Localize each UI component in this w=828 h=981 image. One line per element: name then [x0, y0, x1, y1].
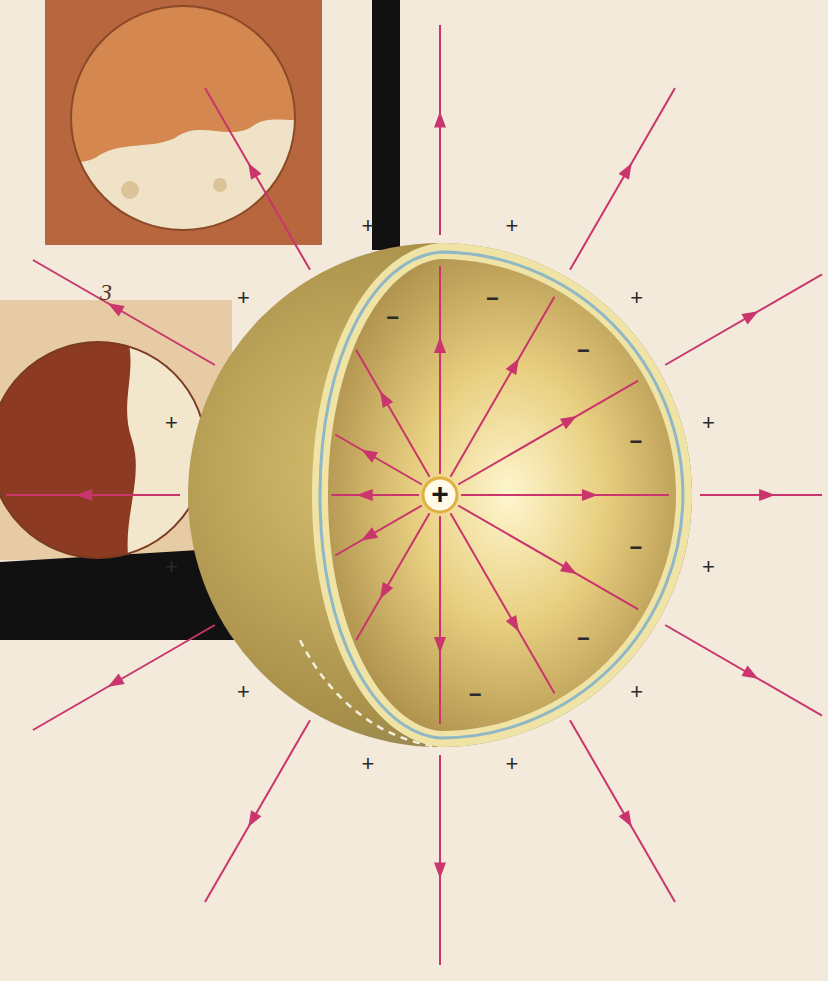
arrowhead: [560, 561, 577, 574]
shell-interior: [328, 259, 676, 731]
point-charge: [423, 478, 457, 512]
charge-sign: +: [702, 412, 715, 434]
charge-sign: +: [237, 681, 250, 703]
charge-sign: −: [386, 307, 399, 329]
arrowhead: [759, 489, 775, 501]
moon-outline: [71, 6, 295, 230]
arrowhead: [248, 163, 261, 180]
shell-rim-line: [320, 252, 683, 738]
arrowhead: [741, 311, 758, 324]
charge-sign: −: [630, 431, 643, 453]
field-line: [665, 625, 822, 716]
arrowhead: [434, 112, 446, 128]
arrowhead: [357, 489, 373, 501]
arrowhead: [434, 337, 446, 353]
field-line: [439, 755, 441, 965]
charge-sign: +: [237, 287, 250, 309]
field-line: [356, 350, 429, 477]
moon-sketch: [60, 0, 320, 240]
charge-sign: +: [630, 287, 643, 309]
arrowhead: [380, 582, 393, 599]
black-band: [372, 0, 400, 250]
field-line: [439, 516, 441, 724]
arrowhead: [619, 810, 632, 827]
field-line: [439, 266, 441, 474]
charge-sign: −: [469, 684, 482, 706]
arrowhead: [361, 450, 378, 463]
charge-sign: +: [362, 215, 375, 237]
charge-sign: +: [506, 753, 519, 775]
charge-sign: −: [486, 288, 499, 310]
charge-sign: −: [630, 537, 643, 559]
charge-sign: +: [431, 479, 449, 509]
arrowhead: [108, 674, 125, 687]
sketch-number: 3: [100, 280, 112, 304]
field-line: [570, 88, 675, 270]
arrowhead: [434, 637, 446, 653]
arrowhead: [741, 666, 758, 679]
charge-sign: −: [577, 628, 590, 650]
charge-sign: +: [362, 753, 375, 775]
charge-sign: +: [506, 215, 519, 237]
field-line: [33, 260, 215, 365]
arrowhead: [506, 358, 519, 375]
arrowhead: [506, 615, 519, 632]
shell-cross-section: [312, 243, 692, 747]
charge-sign: +: [702, 556, 715, 578]
moon-outline: [0, 342, 206, 558]
field-line: [451, 513, 555, 693]
charge-sign: −: [577, 340, 590, 362]
field-line: [461, 494, 669, 496]
arrowhead: [108, 303, 125, 316]
arrowhead: [582, 489, 598, 501]
field-line: [6, 494, 180, 496]
field-line: [356, 513, 429, 640]
arrowhead: [380, 391, 393, 408]
moon-sketch: [0, 330, 220, 570]
field-line: [205, 720, 310, 902]
field-line: [335, 506, 422, 556]
field-line: [439, 25, 441, 235]
field-line: [205, 88, 310, 270]
arrowhead: [361, 527, 378, 540]
charge-sign: +: [165, 556, 178, 578]
field-line: [458, 381, 638, 485]
charge-sign: +: [630, 681, 643, 703]
field-line: [33, 625, 215, 730]
field-line: [458, 506, 638, 610]
arrowhead: [619, 163, 632, 180]
shell-outer-surface: [188, 243, 692, 747]
arrowhead: [248, 810, 261, 827]
arrowhead: [560, 416, 577, 429]
field-line: [451, 297, 555, 477]
field-line: [665, 274, 822, 365]
field-line: [331, 494, 419, 496]
sketch-paper: [45, 0, 322, 245]
arrowhead: [76, 489, 92, 501]
arrowhead: [434, 863, 446, 879]
field-line: [570, 720, 675, 902]
charge-sign: +: [165, 412, 178, 434]
